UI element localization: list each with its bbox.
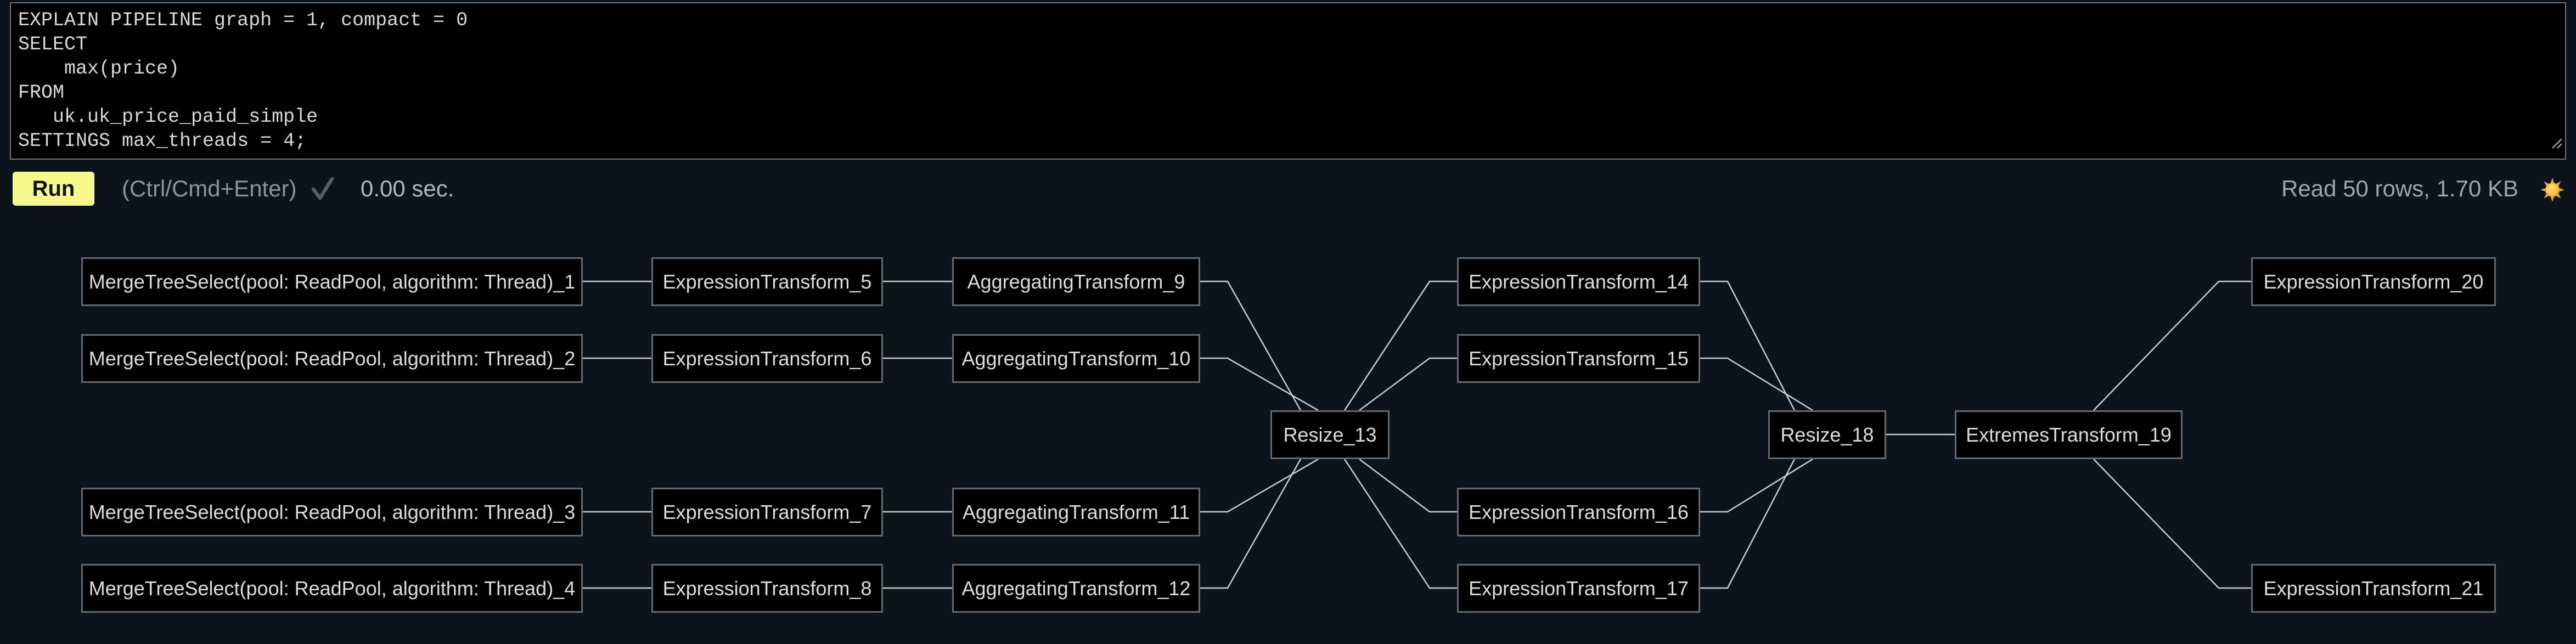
pipeline-edge — [2093, 459, 2251, 589]
node-label: ExpressionTransform_20 — [2263, 270, 2484, 293]
pipeline-node-expressiontransform-17: ExpressionTransform_17 — [1457, 564, 1700, 613]
code-line: EXPLAIN PIPELINE graph = 1, compact = 0 — [18, 9, 468, 31]
node-label: ExpressionTransform_5 — [662, 270, 872, 293]
code-line: FROM — [18, 82, 65, 104]
sun-icon[interactable] — [2540, 177, 2565, 202]
pipeline-node-expressiontransform-16: ExpressionTransform_16 — [1457, 488, 1700, 536]
node-label: ExpressionTransform_21 — [2263, 577, 2484, 600]
elapsed-time: 0.00 sec. — [361, 176, 454, 201]
code-line: SELECT — [18, 33, 88, 55]
node-label: ExpressionTransform_17 — [1469, 577, 1689, 600]
pipeline-edge — [1359, 357, 1457, 411]
pipeline-node-expressiontransform-7: ExpressionTransform_7 — [651, 488, 883, 536]
sql-editor[interactable]: EXPLAIN PIPELINE graph = 1, compact = 0 … — [10, 2, 2566, 160]
pipeline-node-expressiontransform-14: ExpressionTransform_14 — [1457, 257, 1700, 306]
node-label: AggregatingTransform_12 — [961, 577, 1191, 600]
pipeline-node-mergetreeselect-1: MergeTreeSelect(pool: ReadPool, algorith… — [81, 257, 583, 306]
pipeline-edge — [1359, 459, 1457, 513]
pipeline-node-resize-18: Resize_18 — [1768, 410, 1886, 459]
pipeline-edge — [1700, 458, 1813, 513]
pipeline-edge — [1200, 357, 1319, 411]
pipeline-node-expressiontransform-21: ExpressionTransform_21 — [2251, 564, 2496, 613]
pipeline-edge — [1700, 357, 1813, 411]
node-label: Resize_13 — [1283, 423, 1377, 446]
pipeline-edge — [1200, 459, 1302, 589]
pipeline-node-extremestransform-19: ExtremesTransform_19 — [1955, 410, 2183, 459]
node-label: AggregatingTransform_9 — [967, 270, 1185, 293]
pipeline-node-expressiontransform-6: ExpressionTransform_6 — [651, 334, 883, 383]
node-label: ExpressionTransform_7 — [662, 500, 872, 523]
pipeline-node-expressiontransform-5: ExpressionTransform_5 — [651, 257, 883, 306]
pipeline-edge — [1200, 458, 1319, 513]
node-label: AggregatingTransform_11 — [962, 500, 1190, 523]
pipeline-node-resize-13: Resize_13 — [1270, 410, 1390, 459]
pipeline-edge — [1343, 280, 1457, 411]
node-label: ExpressionTransform_8 — [662, 577, 872, 600]
pipeline-node-mergetreeselect-2: MergeTreeSelect(pool: ReadPool, algorith… — [81, 334, 583, 383]
node-label: AggregatingTransform_10 — [961, 347, 1191, 370]
node-label: ExpressionTransform_15 — [1469, 347, 1689, 370]
pipeline-node-aggregatingtransform-10: AggregatingTransform_10 — [952, 334, 1200, 383]
pipeline-node-expressiontransform-20: ExpressionTransform_20 — [2251, 257, 2496, 306]
pipeline-node-aggregatingtransform-11: AggregatingTransform_11 — [952, 488, 1200, 536]
code-line: max(price) — [18, 58, 180, 80]
node-label: ExpressionTransform_16 — [1469, 500, 1689, 523]
pipeline-edge — [1700, 280, 1796, 411]
pipeline-edge — [1343, 459, 1457, 589]
node-label: ExpressionTransform_14 — [1469, 270, 1689, 293]
resize-grip-icon[interactable] — [2547, 133, 2563, 157]
check-icon — [310, 176, 335, 205]
node-label: MergeTreeSelect(pool: ReadPool, algorith… — [88, 347, 576, 370]
node-label: MergeTreeSelect(pool: ReadPool, algorith… — [88, 270, 576, 293]
pipeline-edge — [2093, 280, 2251, 411]
node-label: ExpressionTransform_6 — [662, 347, 872, 370]
node-label: MergeTreeSelect(pool: ReadPool, algorith… — [88, 577, 576, 600]
pipeline-node-aggregatingtransform-12: AggregatingTransform_12 — [952, 564, 1200, 613]
query-stats: Read 50 rows, 1.70 KB — [2281, 176, 2518, 201]
node-label: Resize_18 — [1780, 423, 1874, 446]
node-label: ExtremesTransform_19 — [1966, 423, 2172, 446]
code-line: SETTINGS max_threads = 4; — [18, 130, 307, 152]
code-line: uk.uk_price_paid_simple — [18, 106, 318, 128]
pipeline-node-aggregatingtransform-9: AggregatingTransform_9 — [952, 257, 1200, 306]
pipeline-edge — [1700, 459, 1796, 589]
pipeline-node-expressiontransform-15: ExpressionTransform_15 — [1457, 334, 1700, 383]
pipeline-node-mergetreeselect-3: MergeTreeSelect(pool: ReadPool, algorith… — [81, 488, 583, 536]
pipeline-node-expressiontransform-8: ExpressionTransform_8 — [651, 564, 883, 613]
run-button[interactable]: Run — [13, 172, 94, 206]
pipeline-node-mergetreeselect-4: MergeTreeSelect(pool: ReadPool, algorith… — [81, 564, 583, 613]
node-label: MergeTreeSelect(pool: ReadPool, algorith… — [88, 500, 576, 523]
shortcut-hint: (Ctrl/Cmd+Enter) — [122, 176, 297, 201]
pipeline-edge — [1200, 280, 1302, 411]
